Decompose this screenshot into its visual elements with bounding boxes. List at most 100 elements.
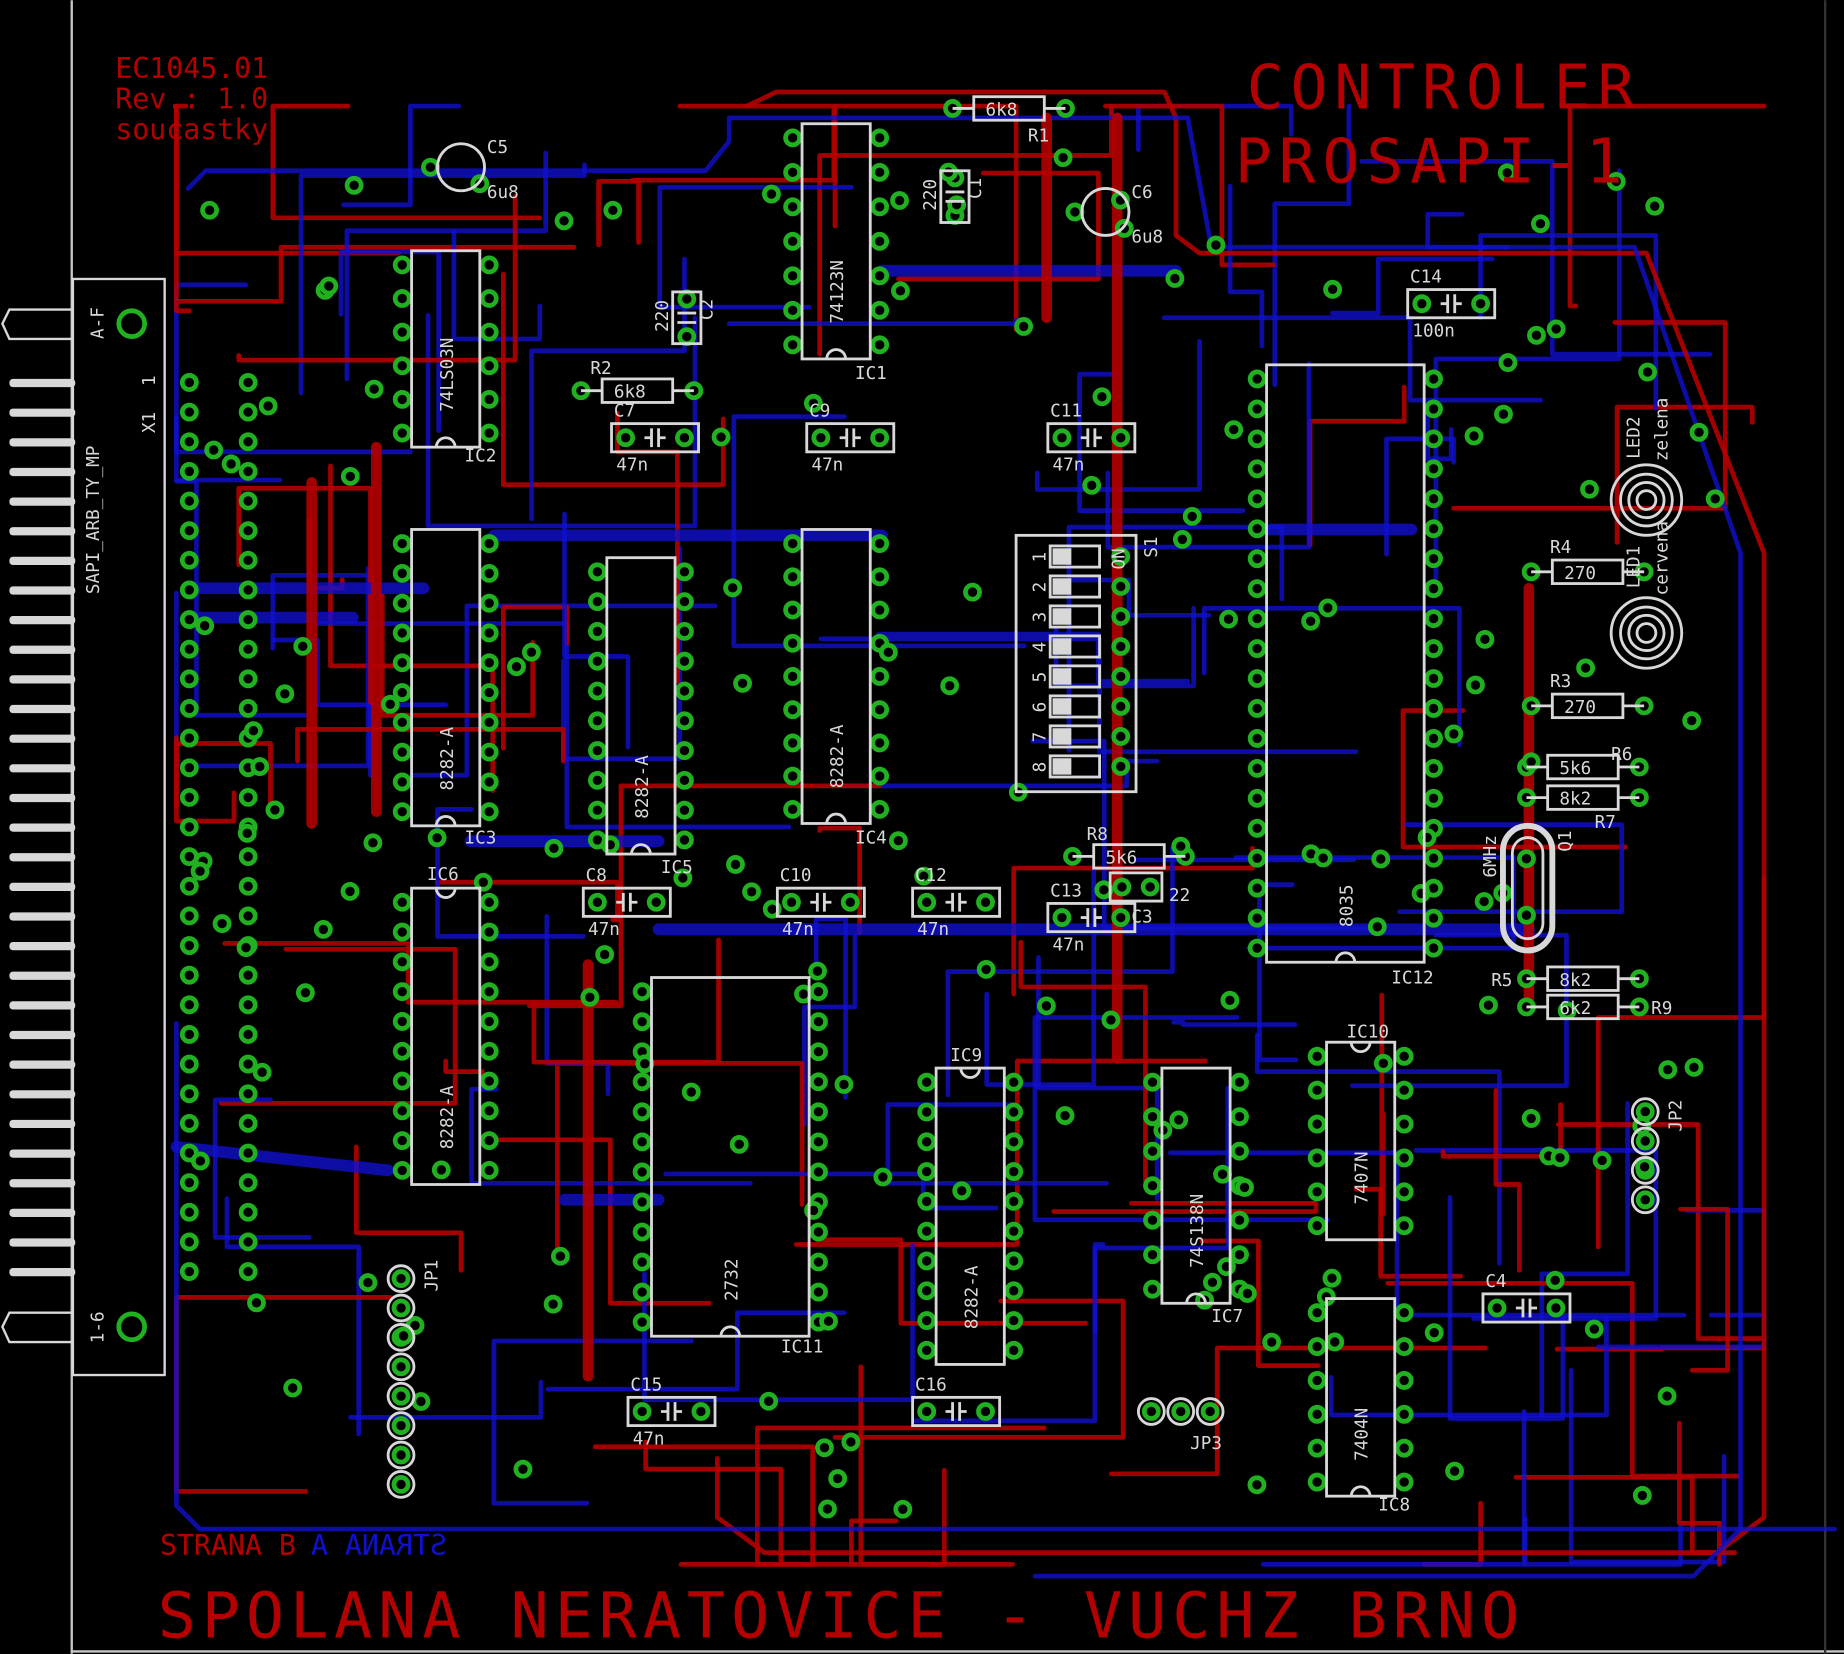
bottom-trace	[885, 1102, 1109, 1186]
switch-position-8[interactable]	[1048, 754, 1101, 779]
via	[237, 823, 257, 843]
connector-pad	[179, 965, 199, 985]
switch-position-6[interactable]	[1048, 694, 1101, 719]
connector-pad	[179, 1054, 199, 1074]
ic-pin-pad	[1394, 1472, 1414, 1492]
via	[580, 987, 600, 1007]
ic-pin-pad	[1143, 1245, 1162, 1265]
top-trace	[643, 1439, 784, 1567]
capacitor-pad	[691, 1402, 711, 1421]
ic-pin-pad	[870, 766, 890, 786]
side-label-bottom: STRANA A	[311, 1529, 447, 1562]
via	[976, 960, 996, 979]
via	[265, 800, 285, 820]
capacitor-c13	[1046, 902, 1137, 934]
switch-position-2[interactable]	[1048, 574, 1101, 599]
ic-pin-pad	[1004, 1281, 1024, 1301]
jumper-jp1[interactable]	[386, 1264, 416, 1499]
via	[252, 1062, 272, 1082]
ic-pin-pad	[632, 1222, 652, 1242]
top-trace	[379, 592, 536, 718]
via	[1689, 422, 1709, 442]
ic-pin-pad	[1424, 399, 1443, 419]
via	[729, 1134, 749, 1154]
capacitor-pad	[632, 1402, 652, 1421]
via	[236, 938, 256, 958]
ic-pin-pad	[479, 653, 499, 673]
ic-pin-pad	[1247, 818, 1267, 838]
ic-pin-pad	[1247, 908, 1267, 928]
ic-ic3	[410, 528, 482, 828]
ic-pin-pad	[783, 700, 803, 720]
layer-note: soucastky	[115, 113, 268, 146]
capacitor-c2	[671, 290, 703, 346]
crystal-ref: Q1	[1556, 830, 1576, 851]
ic-pin-pad	[588, 711, 607, 731]
connector-pad	[179, 787, 199, 807]
ic-pin-pad	[1247, 639, 1267, 658]
ic-value: 2732	[722, 1258, 742, 1300]
via	[711, 427, 731, 447]
capacitor-pad	[1052, 428, 1072, 448]
top-trace	[222, 941, 619, 1005]
resistor-value: 6k8	[614, 383, 646, 403]
ic-pin-pad	[783, 766, 803, 786]
ic-pin-pad	[479, 712, 499, 732]
via	[544, 838, 564, 858]
capacitor-value: 100n	[1412, 322, 1454, 342]
ic-pin-pad	[870, 667, 890, 686]
ic-pin-pad	[1143, 1141, 1162, 1161]
connector-pad	[179, 610, 199, 629]
via	[340, 466, 360, 486]
jumper-jp3[interactable]	[1136, 1397, 1225, 1426]
ic-pin-pad	[870, 300, 890, 320]
ic-pin-pad	[1230, 1072, 1249, 1092]
ic-pin-pad	[783, 534, 803, 553]
capacitor-ref: C8	[586, 866, 607, 886]
switch-position-3[interactable]	[1048, 604, 1101, 629]
side-label-top: STRANA B	[160, 1529, 296, 1562]
top-trace	[526, 783, 883, 1009]
via	[1584, 1319, 1604, 1339]
led-led2	[1609, 463, 1684, 537]
switch-position-1[interactable]	[1048, 544, 1101, 569]
ic-ic7	[1160, 1066, 1232, 1305]
via	[891, 281, 910, 301]
jumper-jp2[interactable]	[1630, 1097, 1660, 1215]
bottom-trace	[1077, 371, 1246, 514]
via	[258, 396, 278, 416]
dip-switch-s1[interactable]	[1014, 533, 1138, 794]
connector-pad	[179, 1232, 199, 1252]
connector-finger	[9, 675, 76, 684]
switch-position-number: 2	[1030, 582, 1050, 593]
ic-pin-pad	[479, 922, 499, 942]
connector-pad	[179, 373, 199, 392]
ic-pin-pad	[479, 322, 499, 342]
switch-position-7[interactable]	[1048, 724, 1101, 749]
ic-pin-pad	[1307, 1303, 1327, 1323]
connector-pad	[179, 491, 199, 511]
ic-pin-pad	[1247, 758, 1267, 778]
ic-pin-pad	[479, 952, 499, 972]
connector-pad	[238, 1173, 258, 1193]
ic-pin-pad	[870, 700, 890, 720]
resistor-ref: R3	[1550, 672, 1571, 692]
ic-pin-pad	[1004, 1311, 1024, 1330]
via	[635, 1054, 655, 1074]
ic-pin-pad	[479, 1160, 499, 1180]
switch-position-5[interactable]	[1048, 664, 1101, 689]
ic-pin-pad	[479, 563, 499, 583]
bottom-trace	[657, 184, 854, 310]
via	[1171, 836, 1191, 856]
switch-position-4[interactable]	[1048, 634, 1101, 659]
bottom-trace	[224, 1196, 362, 1437]
via	[1576, 658, 1596, 678]
ic-pin-pad	[1424, 848, 1443, 868]
connector-finger	[9, 1268, 76, 1277]
pads	[179, 99, 1725, 1519]
connector-pad	[238, 995, 258, 1015]
via	[595, 945, 615, 964]
ic-ic4	[800, 528, 872, 825]
via	[380, 694, 400, 714]
via	[344, 175, 364, 195]
